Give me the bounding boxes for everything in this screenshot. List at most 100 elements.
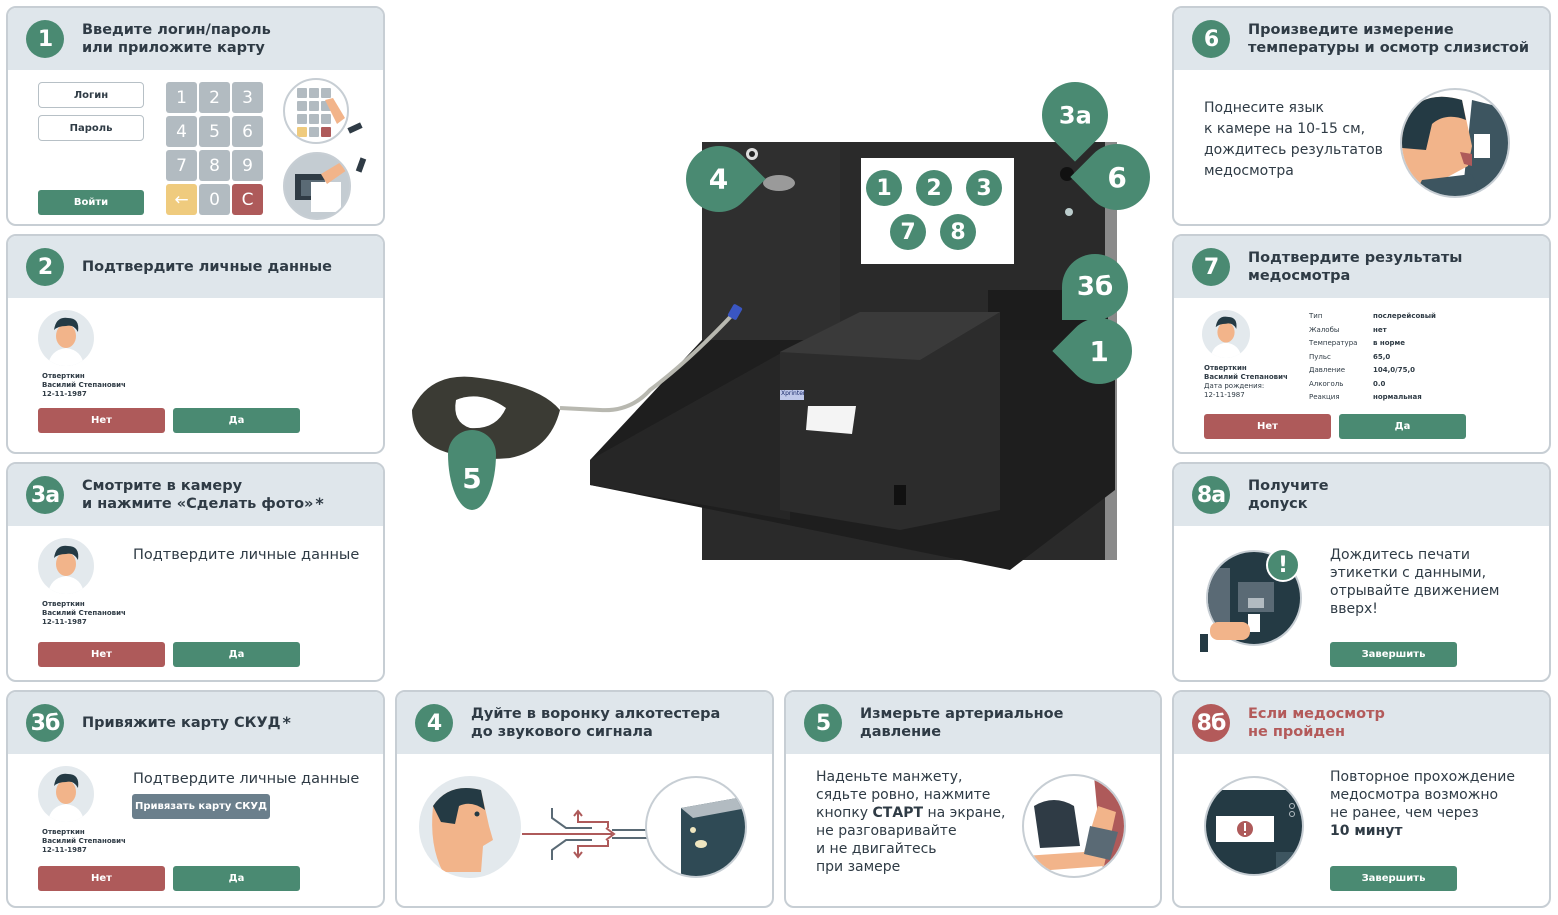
login-button[interactable]: Войти bbox=[38, 190, 144, 215]
screen-step-number: 8 bbox=[940, 214, 976, 250]
keypad-key[interactable]: 2 bbox=[199, 82, 230, 113]
step-8b-card: 8б Если медосмотр не пройден Повторное п… bbox=[1172, 690, 1551, 908]
keypad-key[interactable]: 7 bbox=[166, 150, 197, 181]
keypad-key[interactable]: 9 bbox=[232, 150, 263, 181]
password-field[interactable]: Пароль bbox=[38, 115, 144, 141]
step-title: Смотрите в камеру и нажмите «Сделать фот… bbox=[82, 478, 324, 513]
error-screen-illustration bbox=[1204, 776, 1304, 876]
keypad-key[interactable]: 8 bbox=[199, 150, 230, 181]
result-value: 104,0/75,0 bbox=[1373, 366, 1415, 374]
result-label: Пульс bbox=[1309, 352, 1331, 361]
step-badge: 1 bbox=[26, 20, 64, 58]
login-field[interactable]: Логин bbox=[38, 82, 144, 108]
step-7-card: 7 Подтвердите результаты медосмотра Отве… bbox=[1172, 234, 1551, 454]
person-blowing-illustration bbox=[419, 776, 521, 878]
step-title: Произведите измерение температуры и осмо… bbox=[1248, 22, 1529, 56]
step-8a-card: 8а Получите допуск ! Дождитесь печати эт… bbox=[1172, 462, 1551, 682]
no-button[interactable]: Нет bbox=[1204, 414, 1331, 439]
step-2-card: 2 Подтвердите личные данные Отверткин Ва… bbox=[6, 234, 385, 454]
yes-button[interactable]: Да bbox=[1339, 414, 1466, 439]
step-8a-header: 8а Получите допуск bbox=[1174, 464, 1549, 526]
step-title: Измерьте артериальное давление bbox=[860, 706, 1064, 740]
screen-step-number: 7 bbox=[890, 214, 926, 250]
yes-button[interactable]: Да bbox=[173, 642, 300, 667]
keypad-key[interactable]: 5 bbox=[199, 116, 230, 147]
result-value: нет bbox=[1373, 325, 1387, 334]
step-badge: 8б bbox=[1192, 704, 1230, 742]
step-badge: 2 bbox=[26, 248, 64, 286]
pin-card: 3б bbox=[1062, 254, 1128, 320]
step-title: Получите допуск bbox=[1248, 478, 1329, 512]
tongue-check-illustration bbox=[1400, 88, 1510, 198]
clear-key[interactable]: C bbox=[232, 184, 263, 215]
keypad-key[interactable]: 4 bbox=[166, 116, 197, 147]
step-badge: 5 bbox=[804, 704, 842, 742]
asterisk-icon: * bbox=[315, 494, 324, 513]
result-value: 65,0 bbox=[1373, 352, 1391, 361]
keypad-key[interactable]: 1 bbox=[166, 82, 197, 113]
yes-button[interactable]: Да bbox=[173, 408, 300, 433]
step-3b-card: 3б Привяжите карту СКУД* Отверткин Васил… bbox=[6, 690, 385, 908]
step-title: Введите логин/пароль или приложите карту bbox=[82, 22, 271, 56]
bind-card-button[interactable]: Привязать карту СКУД bbox=[132, 794, 270, 819]
no-button[interactable]: Нет bbox=[38, 642, 165, 667]
asterisk-icon: * bbox=[282, 713, 291, 732]
confirm-prompt: Подтвердите личные данные bbox=[133, 771, 360, 787]
step-5-header: 5 Измерьте артериальное давление bbox=[786, 692, 1160, 754]
step-4-card: 4 Дуйте в воронку алкотестера до звуково… bbox=[395, 690, 774, 908]
result-value: в норме bbox=[1373, 339, 1405, 347]
step-title: Дуйте в воронку алкотестера до звукового… bbox=[471, 706, 721, 740]
avatar bbox=[38, 766, 94, 822]
screen-step-number: 3 bbox=[966, 170, 1002, 206]
confirm-prompt: Подтвердите личные данные bbox=[133, 547, 360, 563]
step-5-card: 5 Измерьте артериальное давление Наденьт… bbox=[784, 690, 1162, 908]
result-row: Температура в норме bbox=[1309, 337, 1436, 351]
exclamation-icon: ! bbox=[1266, 548, 1300, 582]
sleeve-icon bbox=[1200, 634, 1208, 652]
instructions-text: Наденьте манжету, сядьте ровно, нажмите … bbox=[816, 769, 1006, 875]
avatar bbox=[1202, 310, 1250, 358]
step-2-header: 2 Подтвердите личные данные bbox=[8, 236, 383, 298]
instructions-text: Повторное прохождение медосмотра возможн… bbox=[1330, 769, 1515, 839]
keypad-key[interactable]: 0 bbox=[199, 184, 230, 215]
card-tap-illustration bbox=[283, 152, 351, 220]
result-label: Жалобы bbox=[1309, 325, 1340, 334]
finish-button[interactable]: Завершить bbox=[1330, 866, 1457, 891]
instructions-text: Дождитесь печати этикетки с данными, отр… bbox=[1330, 547, 1500, 617]
step-badge: 7 bbox=[1192, 248, 1230, 286]
keypad-key[interactable]: 6 bbox=[232, 116, 263, 147]
step-7-header: 7 Подтвердите результаты медосмотра bbox=[1174, 236, 1549, 298]
no-button[interactable]: Нет bbox=[38, 866, 165, 891]
keypad-touch-illustration bbox=[283, 78, 349, 144]
step-badge: 6 bbox=[1192, 20, 1230, 58]
result-row: Жалобы нет bbox=[1309, 324, 1436, 338]
result-label: Давление bbox=[1309, 366, 1346, 374]
result-row: Пульс 65,0 bbox=[1309, 351, 1436, 365]
result-label: Тип bbox=[1309, 312, 1323, 320]
result-value: 0.0 bbox=[1373, 379, 1386, 388]
person-info: Отверткин Василий Степанович 12-11-1987 bbox=[42, 600, 126, 626]
step-title: Подтвердите личные данные bbox=[82, 259, 332, 275]
step-1-card: 1 Введите логин/пароль или приложите кар… bbox=[6, 6, 385, 226]
person-info: Отверткин Василий Степанович 12-11-1987 bbox=[42, 372, 126, 398]
kiosk-image bbox=[412, 142, 1117, 570]
no-button[interactable]: Нет bbox=[38, 408, 165, 433]
step-1-header: 1 Введите логин/пароль или приложите кар… bbox=[8, 8, 383, 70]
step-title: Если медосмотр не пройден bbox=[1248, 706, 1385, 740]
step-badge: 8а bbox=[1192, 476, 1230, 514]
airflow-arrows-icon bbox=[522, 808, 652, 860]
finish-button[interactable]: Завершить bbox=[1330, 642, 1457, 667]
yes-button[interactable]: Да bbox=[173, 866, 300, 891]
result-label: Температура bbox=[1309, 339, 1358, 347]
step-badge: 4 bbox=[415, 704, 453, 742]
hand-icon bbox=[347, 122, 363, 134]
step-3b-header: 3б Привяжите карту СКУД* bbox=[8, 692, 383, 754]
instructions-text: Поднесите язык к камере на 10-15 см, дож… bbox=[1204, 100, 1383, 179]
keypad-key[interactable]: 3 bbox=[232, 82, 263, 113]
backspace-key[interactable]: ← bbox=[166, 184, 197, 215]
step-4-header: 4 Дуйте в воронку алкотестера до звуково… bbox=[397, 692, 772, 754]
